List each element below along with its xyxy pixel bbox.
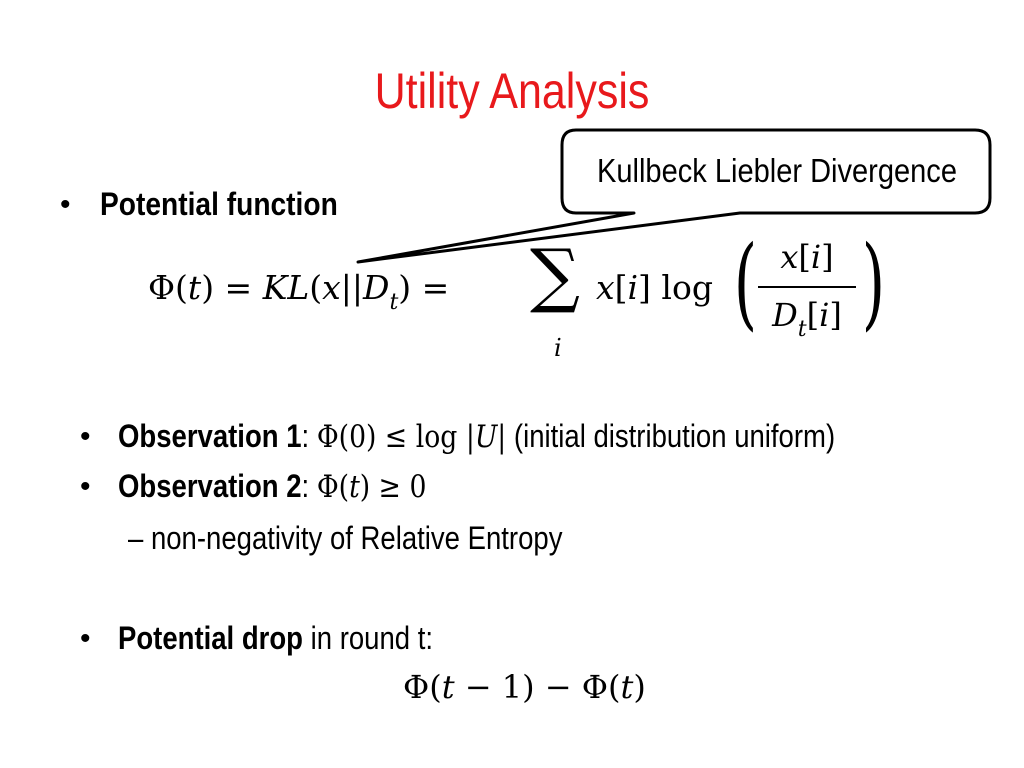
- bullet-marker: •: [80, 470, 91, 503]
- observation-1-note: (initial distribution uniform): [513, 418, 836, 454]
- observation-1: Observation 1: Φ(0) ≤ log |𝑈| (initial d…: [118, 418, 835, 455]
- fraction-numerator: 𝑥[𝑖]: [780, 238, 834, 276]
- potential-drop: Potential drop in round t:: [118, 620, 433, 657]
- potential-function-label: Potential function: [100, 186, 338, 222]
- fraction-denominator: 𝐷𝑡[𝑖]: [752, 296, 862, 342]
- fraction-bar: [758, 286, 856, 288]
- observation-2-math: Φ(𝑡) ≥ 0: [316, 469, 427, 505]
- sum-index: 𝑖: [554, 334, 562, 362]
- formula-lhs: Φ(𝑡) = 𝐾𝐿(𝑥||𝐷𝑡) =: [148, 268, 450, 315]
- potential-drop-rest: in round t:: [302, 620, 434, 656]
- observation-1-sep: :: [301, 418, 310, 454]
- left-paren: (: [733, 224, 758, 341]
- denominator-tail: [𝑖]: [806, 296, 842, 334]
- potential-drop-formula: Φ(𝑡 − 1) − Φ(𝑡): [403, 668, 646, 706]
- callout-text: Kullbeck Liebler Divergence: [597, 152, 957, 189]
- slide-title: Utility Analysis: [374, 63, 650, 119]
- right-paren: ): [861, 224, 886, 341]
- sum-symbol: ∑: [530, 234, 580, 316]
- formula-lhs-tail: ) =: [398, 268, 450, 307]
- observation-1-label: Observation 1: [118, 418, 302, 454]
- potential-drop-label: Potential drop: [118, 620, 303, 656]
- observation-2-sep: :: [301, 468, 310, 504]
- formula-term: 𝑥[𝑖] log: [596, 268, 713, 307]
- bullet-marker: •: [80, 622, 91, 655]
- observation-1-math: Φ(0) ≤ log |𝑈|: [316, 419, 507, 455]
- observation-2-label: Observation 2: [118, 468, 302, 504]
- potential-function-heading: Potential function: [100, 186, 338, 223]
- bullet-marker: •: [60, 188, 71, 221]
- denominator-main: 𝐷: [772, 296, 798, 334]
- observation-2-subpoint: – non-negativity of Relative Entropy: [128, 520, 563, 556]
- denominator-subscript: 𝑡: [797, 317, 807, 342]
- formula-lhs-text: Φ(𝑡) = 𝐾𝐿(𝑥||𝐷: [148, 268, 390, 307]
- formula-lhs-subscript: 𝑡: [389, 290, 399, 315]
- bullet-marker: •: [80, 420, 91, 453]
- observation-2: Observation 2: Φ(𝑡) ≥ 0: [118, 468, 426, 505]
